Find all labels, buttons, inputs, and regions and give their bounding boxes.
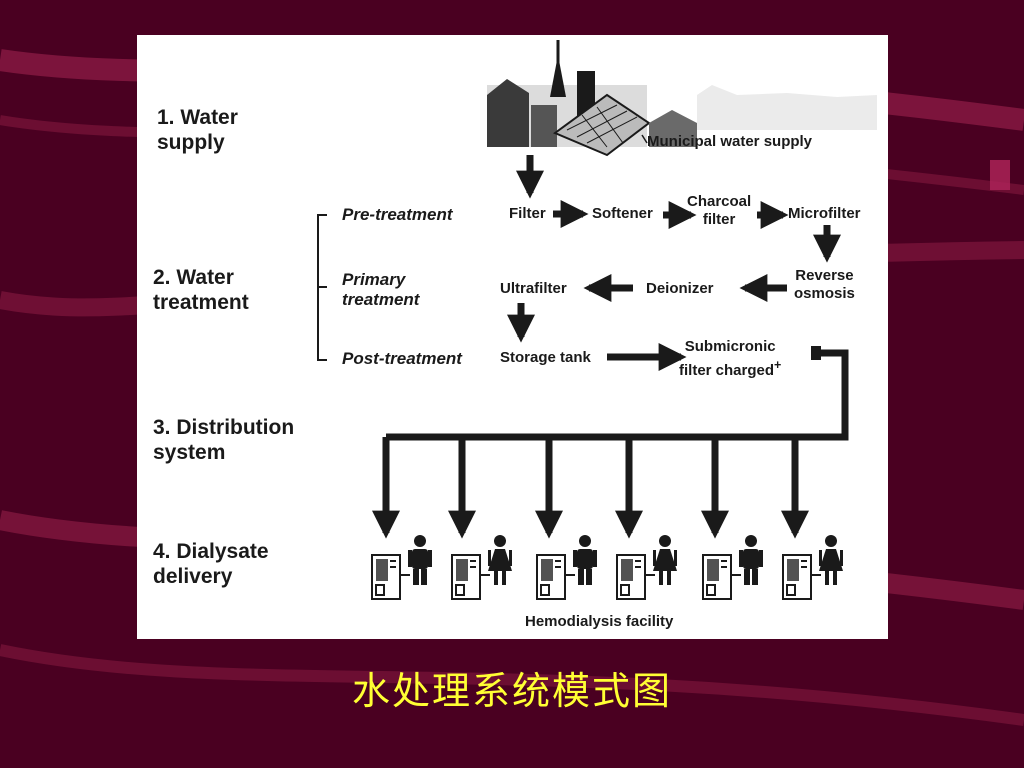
female-person-icon xyxy=(488,535,512,585)
substage-post-treatment: Post-treatment xyxy=(342,349,462,368)
node-reverse-osmosis: Reverse osmosis xyxy=(794,267,855,302)
diagram-graphics xyxy=(317,40,877,600)
diagram-panel: 1. Water supply 2. Water treatment 3. Di… xyxy=(137,35,888,639)
male-person-icon xyxy=(408,535,432,585)
dialysis-machine-icon xyxy=(451,554,491,600)
charge-superscript: + xyxy=(774,358,782,372)
dialysis-machine-icon xyxy=(536,554,576,600)
city-skyline-icon xyxy=(487,40,877,157)
node-ultrafilter: Ultrafilter xyxy=(500,280,567,297)
node-filter: Filter xyxy=(509,205,546,222)
female-person-icon xyxy=(819,535,843,585)
stage-distribution-system: 3. Distribution system xyxy=(153,416,295,464)
dialysis-machine-icon xyxy=(782,554,822,600)
stage-dialysate-delivery: 4. Dialysate delivery xyxy=(153,540,269,588)
node-microfilter: Microfilter xyxy=(788,205,861,222)
node-submicronic-filter: Submicronic filter charged+ xyxy=(679,338,781,380)
substage-primary-treatment: Primary treatment xyxy=(342,270,420,309)
label-municipal-water-supply: Municipal water supply xyxy=(647,133,813,150)
male-person-icon xyxy=(739,535,763,585)
node-softener: Softener xyxy=(592,205,653,222)
node-deionizer: Deionizer xyxy=(646,280,714,297)
dialysis-machine-icon xyxy=(616,554,656,600)
node-charcoal-filter: Charcoal filter xyxy=(687,193,752,228)
stage-water-supply: 1. Water supply xyxy=(157,106,238,154)
dialysis-machine-icon xyxy=(371,554,411,600)
node-submicronic-label: Submicronic filter charged xyxy=(679,338,776,379)
substage-pre-treatment: Pre-treatment xyxy=(342,205,453,224)
dialysis-machine-icon xyxy=(702,554,742,600)
male-person-icon xyxy=(573,535,597,585)
node-storage-tank: Storage tank xyxy=(500,349,591,366)
label-hemodialysis-facility: Hemodialysis facility xyxy=(525,613,674,630)
stage-water-treatment: 2. Water treatment xyxy=(153,266,249,314)
female-person-icon xyxy=(653,535,677,585)
slide-title: 水处理系统模式图 xyxy=(351,669,672,713)
